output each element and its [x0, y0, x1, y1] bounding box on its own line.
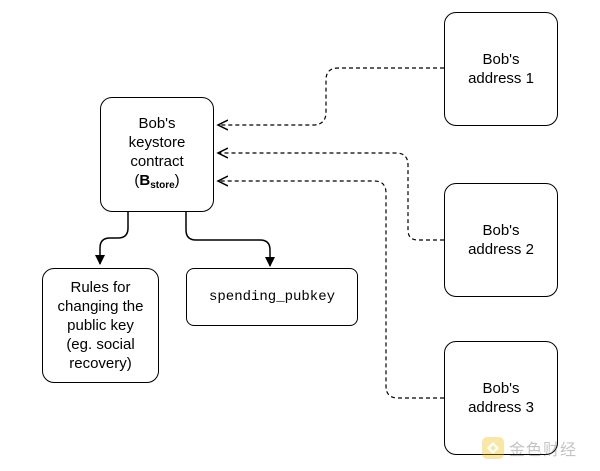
address-3-line-2: address 3 [468, 399, 534, 416]
solid-connector-rules [95, 212, 129, 265]
dashed-connector-address-1 [218, 67, 444, 125]
watermark-text: 金色财经 [509, 442, 578, 459]
rules-line-1: Rules for [70, 279, 131, 296]
keystore-line-3: contract [130, 153, 184, 170]
address-2-line-2: address 2 [468, 241, 534, 258]
address-1-line-1: Bob's [482, 51, 520, 68]
address-2-line-1: Bob's [482, 222, 520, 239]
keystore-symbol-open: ( [134, 172, 140, 189]
solid-connector-pubkey [185, 212, 275, 267]
rules-line-4: (eg. social [66, 336, 135, 353]
keystore-line-1: Bob's [138, 115, 176, 132]
keystore-line-2: keystore [128, 134, 186, 151]
spending-pubkey-node: spending_pubkey [186, 268, 358, 326]
keystore-symbol: (Bstore) [134, 171, 179, 195]
address-2-node: Bob's address 2 [444, 183, 558, 297]
rules-line-5: recovery) [69, 355, 132, 372]
address-3-node: Bob's address 3 [444, 341, 558, 455]
keystore-contract-node: Bob's keystore contract (Bstore) [100, 97, 214, 212]
keystore-symbol-letter: B [139, 172, 151, 189]
address-1-node: Bob's address 1 [444, 12, 558, 126]
keystore-symbol-close: ) [174, 172, 180, 189]
rules-line-3: public key [67, 317, 134, 334]
dashed-connector-address-2 [218, 153, 444, 241]
address-3-line-1: Bob's [482, 380, 520, 397]
spending-pubkey-label: spending_pubkey [208, 288, 336, 305]
dashed-connector-address-3 [218, 181, 444, 399]
keystore-symbol-main: Bstore [139, 172, 175, 191]
watermark: 金色财经 [482, 436, 577, 460]
keystore-symbol-sub: store [150, 180, 175, 191]
watermark-logo-icon [482, 437, 504, 459]
address-1-line-2: address 1 [468, 70, 534, 87]
rules-line-2: changing the [57, 298, 144, 315]
rules-node: Rules for changing the public key (eg. s… [42, 268, 159, 383]
